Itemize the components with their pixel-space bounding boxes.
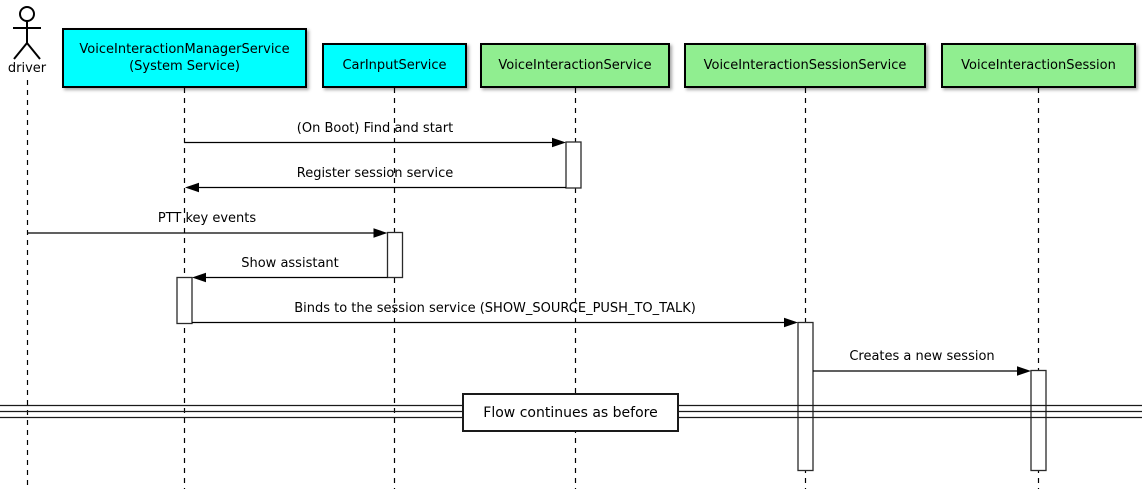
arrow-creates-a-new-session — [813, 366, 1031, 376]
arrow-show-assistant — [192, 272, 388, 283]
activation-voiceinteractionsession — [1030, 369, 1047, 472]
actor-icon — [13, 6, 41, 60]
arrow-ptt-key-events — [27, 228, 388, 238]
arrow-binds-to-session-service — [192, 317, 798, 328]
activation-voiceinteractionsessionservice — [797, 321, 814, 472]
activation-bars — [176, 141, 1047, 472]
participant-label: VoiceInteractionService — [498, 58, 652, 73]
participant-label: VoiceInteractionManagerService — [79, 42, 290, 57]
participant-sublabel: (System Service) — [129, 59, 240, 74]
message-label-ptt-key-events: PTT key events — [157, 211, 257, 226]
message-label-show-assistant: Show assistant — [241, 256, 339, 271]
activation-voiceinteractionservice — [565, 141, 582, 189]
activation-voiceinteractionmanagerservice — [176, 276, 193, 325]
arrow-on-boot-find-and-start — [184, 137, 566, 148]
divider-label: Flow continues as before — [462, 393, 679, 432]
activation-carinputservice — [386, 231, 404, 279]
participant-label: CarInputService — [342, 58, 447, 73]
participant-voiceinteractionmanagerservice: VoiceInteractionManagerService (System S… — [62, 28, 307, 88]
participant-label: VoiceInteractionSession — [961, 58, 1116, 73]
message-arrows — [27, 137, 1031, 376]
message-label-on-boot-find-and-start: (On Boot) Find and start — [296, 121, 454, 136]
participant-voiceinteractionservice: VoiceInteractionService — [480, 43, 670, 88]
actor-label: driver — [7, 61, 47, 76]
participant-voiceinteractionsession: VoiceInteractionSession — [941, 43, 1136, 88]
participant-carinputservice: CarInputService — [322, 43, 467, 88]
message-label-register-session-service: Register session service — [296, 166, 454, 181]
participant-label: VoiceInteractionSessionService — [703, 58, 907, 73]
arrow-register-session-service — [185, 182, 566, 193]
message-label-creates-a-new-session: Creates a new session — [849, 349, 995, 364]
participant-voiceinteractionsessionservice: VoiceInteractionSessionService — [684, 43, 926, 88]
message-label-binds-to-session-service: Binds to the session service (SHOW_SOURC… — [294, 301, 696, 316]
